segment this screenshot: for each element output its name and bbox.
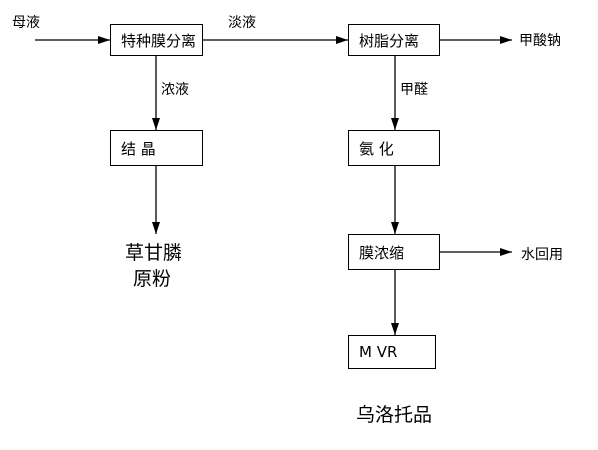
node-resin-separation-label: 树脂分离 <box>359 31 420 50</box>
node-ammoniation: 氨 化 <box>348 130 440 166</box>
label-formaldehyde: 甲醛 <box>400 82 428 98</box>
label-water-reuse: 水回用 <box>521 247 563 263</box>
label-concentrate: 浓液 <box>161 82 189 98</box>
node-membrane-concentration: 膜浓缩 <box>348 234 440 270</box>
product-glyphosate-line2: 原粉 <box>133 268 172 290</box>
node-ammoniation-label: 氨 化 <box>359 139 394 158</box>
node-crystallization-label: 结 晶 <box>121 139 156 158</box>
node-mvr: M VR <box>348 335 436 369</box>
product-glyphosate-line1: 草甘膦 <box>125 242 183 264</box>
label-sodium-formate: 甲酸钠 <box>519 33 561 49</box>
label-mother-liquor: 母液 <box>12 15 40 31</box>
node-membrane-concentration-label: 膜浓缩 <box>359 243 405 262</box>
node-membrane-separation-label: 特种膜分离 <box>121 31 197 50</box>
product-urotropin: 乌洛托品 <box>356 404 433 426</box>
label-dilute-liquid: 淡液 <box>228 15 256 31</box>
node-resin-separation: 树脂分离 <box>348 24 440 56</box>
node-mvr-label: M VR <box>359 343 398 361</box>
node-membrane-separation: 特种膜分离 <box>110 24 203 56</box>
node-crystallization: 结 晶 <box>110 130 203 166</box>
product-glyphosate: 草甘膦 原粉 <box>125 240 182 292</box>
